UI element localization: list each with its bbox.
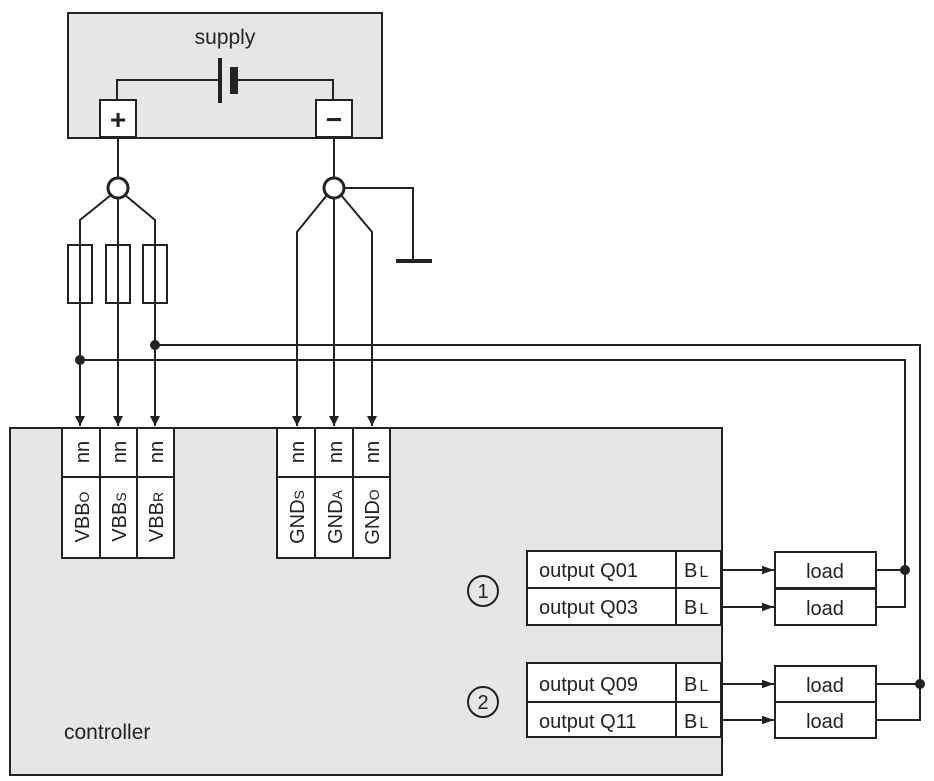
output-label: output Q01 <box>539 560 638 582</box>
terminal-num: nn <box>325 441 347 463</box>
load-label: load <box>806 598 844 620</box>
terminal-num: nn <box>287 441 309 463</box>
group-marker-1: 1 <box>467 575 499 607</box>
output-label: output Q11 <box>539 711 636 733</box>
terminal-num: nn <box>362 441 384 463</box>
load-label: load <box>806 561 844 583</box>
plus-distribution <box>67 138 168 426</box>
plus-sign: + <box>110 104 126 135</box>
group-marker-2: 2 <box>467 686 499 718</box>
load-label: load <box>806 711 844 733</box>
terminal-name-gnda: GNDA <box>325 489 347 543</box>
terminal-num: nn <box>109 441 131 463</box>
battery-symbol <box>218 58 238 103</box>
svg-text:1: 1 <box>477 581 488 603</box>
minus-distribution <box>292 138 432 426</box>
terminal-name-gnds: GNDS <box>287 490 309 544</box>
terminal-name-gndo: GNDO <box>362 489 384 544</box>
terminal-name-vbbs: VBBS <box>109 492 131 541</box>
supply-box: supply + − <box>67 12 383 139</box>
terminal-name-vbbo: VBBO <box>72 491 94 542</box>
load-label: load <box>806 675 844 697</box>
plus-terminal <box>99 99 137 138</box>
load-box <box>774 588 877 626</box>
svg-text:2: 2 <box>477 692 488 714</box>
terminal-num: nn <box>72 441 94 463</box>
terminal-num: nn <box>146 441 168 463</box>
load-boxes: load load load load <box>774 551 877 739</box>
output-label: output Q09 <box>539 674 638 696</box>
output-label: output Q03 <box>539 597 638 619</box>
junction-dots <box>75 340 925 689</box>
minus-sign: − <box>326 104 342 135</box>
supply-label: supply <box>195 26 256 49</box>
load-box <box>774 701 877 739</box>
output-arrows <box>721 565 774 725</box>
terminal-name-vbbr: VBBR <box>146 492 168 542</box>
minus-terminal <box>315 99 353 138</box>
gnd-terminal-block: nn nn nn GNDS GNDA GNDO <box>276 427 391 559</box>
vbb-terminal-block: nn nn nn VBBO VBBS VBBR <box>61 427 175 559</box>
controller-label: controller <box>64 721 150 744</box>
